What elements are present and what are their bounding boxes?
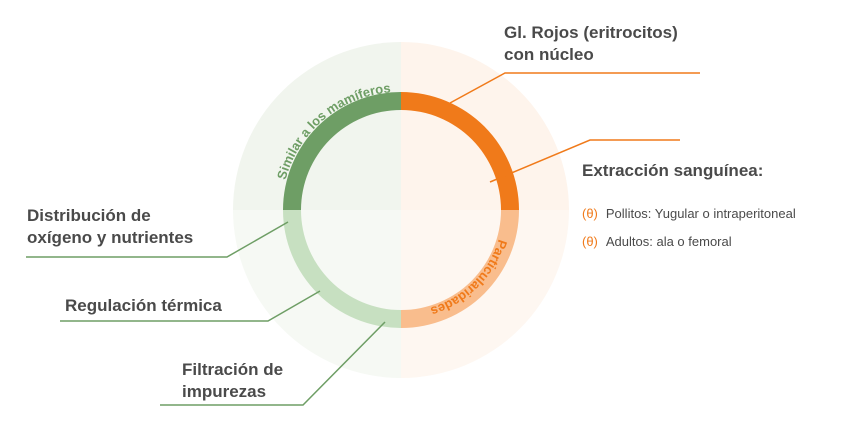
red-cells-label: Gl. Rojos (eritrocitos) con núcleo (504, 23, 678, 64)
distribution-label: Distribución de oxígeno y nutrientes (27, 206, 194, 247)
leader-line-red-cells (449, 72, 700, 104)
ring-segment-bottom-right (401, 210, 519, 328)
leader-line-filtration (160, 321, 386, 406)
regulation-label: Regulación térmica (65, 296, 222, 315)
ring-segment-top-right (401, 92, 519, 210)
extraction-item-text: Pollitos: Yugular o intraperitoneal (605, 206, 796, 221)
extraction-item-chicks: (θ) Pollitos: Yugular o intraperitoneal (582, 205, 796, 223)
bullet-icon: (θ) (582, 206, 598, 221)
bg-quadrant-bottom-right (401, 210, 569, 378)
extraction-title: Extracción sanguínea: (582, 161, 764, 180)
ring-segment-bottom-left (283, 210, 401, 328)
bg-quadrant-bottom-left (233, 210, 401, 378)
leader-line-regulation (60, 290, 321, 322)
extraction-item-adults: (θ) Adultos: ala o femoral (582, 233, 732, 251)
bg-quadrant-top-right (401, 42, 569, 210)
extraction-item-text: Adultos: ala o femoral (605, 234, 732, 249)
ring-segment-top-left (283, 92, 401, 210)
filtration-label: Filtración de impurezas (182, 360, 284, 401)
leader-line-distribution (26, 221, 289, 258)
bullet-icon: (θ) (582, 234, 598, 249)
leader-line-extraction (489, 139, 680, 183)
bg-quadrant-top-left (233, 42, 401, 210)
